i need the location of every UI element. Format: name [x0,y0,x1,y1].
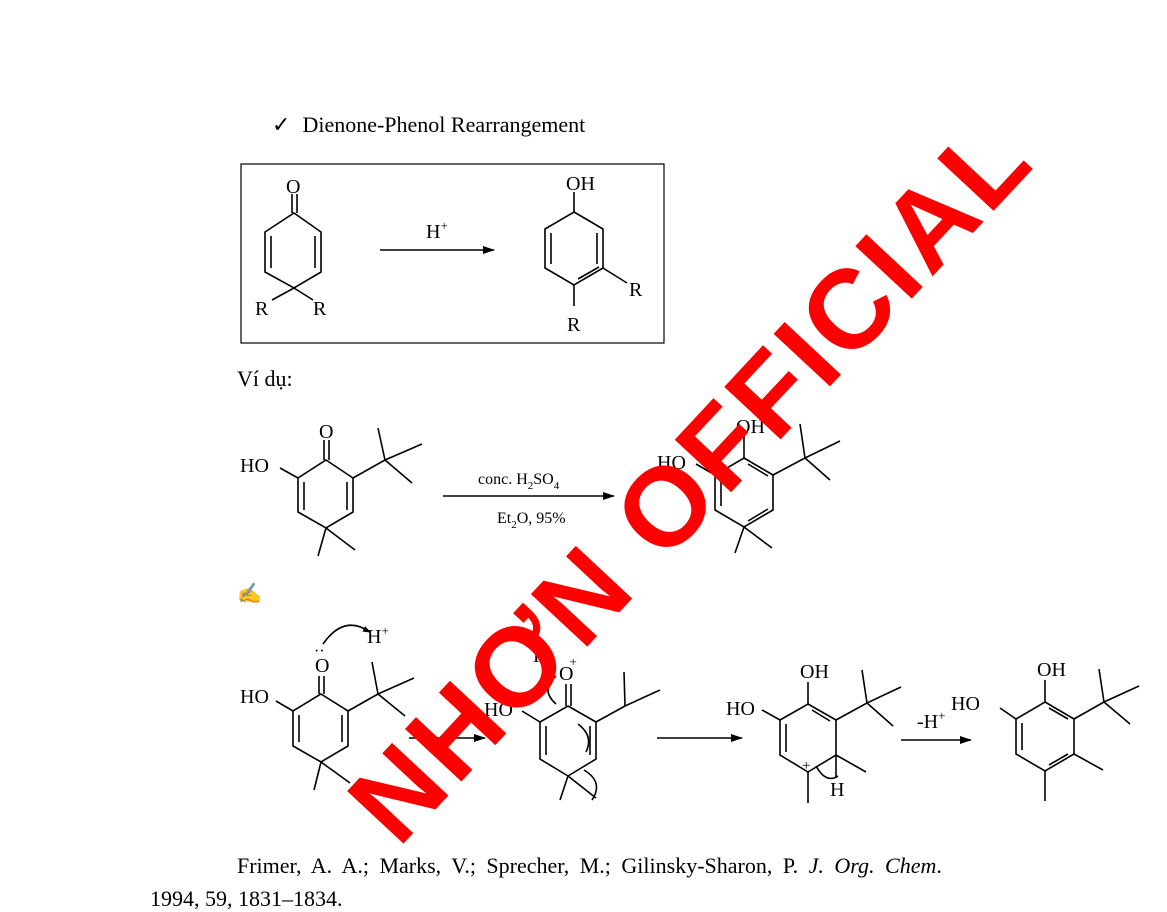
step4-ho: HO [951,693,980,715]
step4-reagent: -H+ [917,708,945,733]
step1-dots: ·· [314,643,325,660]
mechanism-step4 [999,668,1140,801]
step2-h: H [533,645,547,667]
check-mark-icon: ✓ [272,112,291,137]
step1-proton: H+ [367,623,389,648]
section-title: Dienone-Phenol Rearrangement [302,112,586,137]
general-scheme-box [240,163,665,344]
step3-oh: OH [800,661,829,683]
example-conditions-line2: Et2O, 95% [497,510,566,531]
example-reactant-ho: HO [240,455,269,477]
mechanism-step2 [521,671,661,801]
section-heading: ✓ Dienone-Phenol Rearrangement [272,112,585,138]
reference-journal: J. Org. Chem [808,853,937,878]
step2-ho: HO [484,699,513,721]
step1-ho: HO [240,686,269,708]
reference-authors: Frimer, A. A.; Marks, V.; Sprecher, M.; … [237,853,799,878]
step3-h: H [830,779,844,801]
example-product-oh: OH [736,416,765,438]
example-reactant-oxygen: O [319,421,333,443]
reference-end: . [936,853,942,878]
example-label: Ví dụ: [237,366,293,391]
step4-oh: OH [1037,659,1066,681]
curved-arrow-1 [361,626,371,633]
example-product [695,423,841,554]
reactant-r1-label: R [255,298,269,320]
product-r1-label: R [629,279,643,301]
step3-plus: + [802,758,810,774]
example-product-ho: HO [657,452,686,474]
step1-oxygen: O [315,655,329,677]
step2-oxygen: O+ [559,654,577,685]
pencil-icon: ✍ [237,582,262,605]
reference-citation: Frimer, A. A.; Marks, V.; Sprecher, M.; … [237,853,942,879]
reagent-h-label: H+ [426,218,448,243]
reactant-oxygen-label: O [286,176,300,198]
reference-line2: 1994, 59, 1831–1834. [150,886,343,911]
reactant-r2-label: R [313,298,327,320]
phenol-product [544,192,628,306]
example-reactant [279,427,423,557]
product-r2-label: R [567,314,581,336]
step3-ho: HO [726,698,755,720]
example-conditions-line1: conc. H2SO4 [478,471,560,492]
dienone-reactant [264,194,322,301]
mechanism-step3 [761,669,902,803]
product-oh-label: OH [566,173,595,195]
